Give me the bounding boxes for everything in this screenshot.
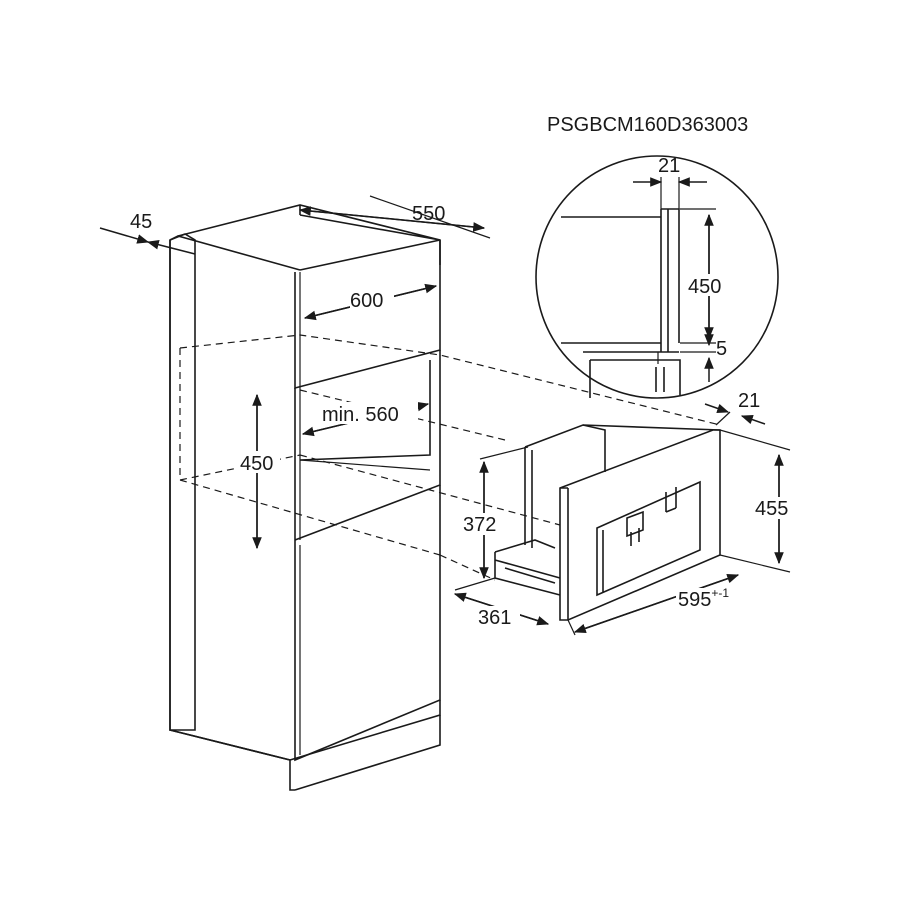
dim-min-560: min. 560 xyxy=(301,401,430,437)
dim-361: 361 xyxy=(453,577,550,629)
dim-550-label: 550 xyxy=(412,203,445,225)
dim-595: 595+-1 xyxy=(567,574,746,636)
cabinet-niche xyxy=(294,350,441,541)
tall-cabinet xyxy=(169,204,441,791)
coffee-machine xyxy=(494,424,721,621)
cabinet-top xyxy=(177,204,441,265)
detail-dim-5: 5 xyxy=(680,330,727,382)
dim-600: 600 xyxy=(303,283,438,321)
dim-595-value: 595 xyxy=(678,589,711,611)
dim-45-label: 45 xyxy=(130,211,152,233)
dim-361-label: 361 xyxy=(478,607,511,629)
dim-45: 45 xyxy=(99,211,196,255)
detail-dim-5-label: 5 xyxy=(716,338,727,360)
dim-595-tolerance: +-1 xyxy=(711,586,729,600)
detail-dim-450: 450 xyxy=(680,208,730,344)
dim-600-label: 600 xyxy=(350,290,383,312)
dim-455-label: 455 xyxy=(755,498,788,520)
appliance-control-panel xyxy=(596,480,701,597)
dim-21-frame: 21 xyxy=(704,390,766,426)
dim-450-niche: 450 xyxy=(238,393,280,550)
dim-550: 550 xyxy=(298,195,491,239)
dim-595-label: 595+-1 xyxy=(678,586,729,611)
dim-21-frame-label: 21 xyxy=(738,390,760,412)
detail-circle xyxy=(535,155,779,399)
dim-455: 455 xyxy=(719,429,800,573)
detail-dim-21-label: 21 xyxy=(658,155,680,177)
dim-372-label: 372 xyxy=(463,514,496,536)
document-code: PSGBCM160D363003 xyxy=(547,114,748,136)
dim-450-niche-label: 450 xyxy=(240,453,273,475)
coffee-spout-icon xyxy=(626,487,677,546)
detail-dim-450-label: 450 xyxy=(688,276,721,298)
cabinet-lower-door xyxy=(294,485,441,762)
dim-372: 372 xyxy=(462,446,529,580)
cabinet-side-panel xyxy=(169,233,196,731)
detail-dim-21: 21 xyxy=(633,155,707,209)
dim-min-560-label: min. 560 xyxy=(322,404,399,426)
